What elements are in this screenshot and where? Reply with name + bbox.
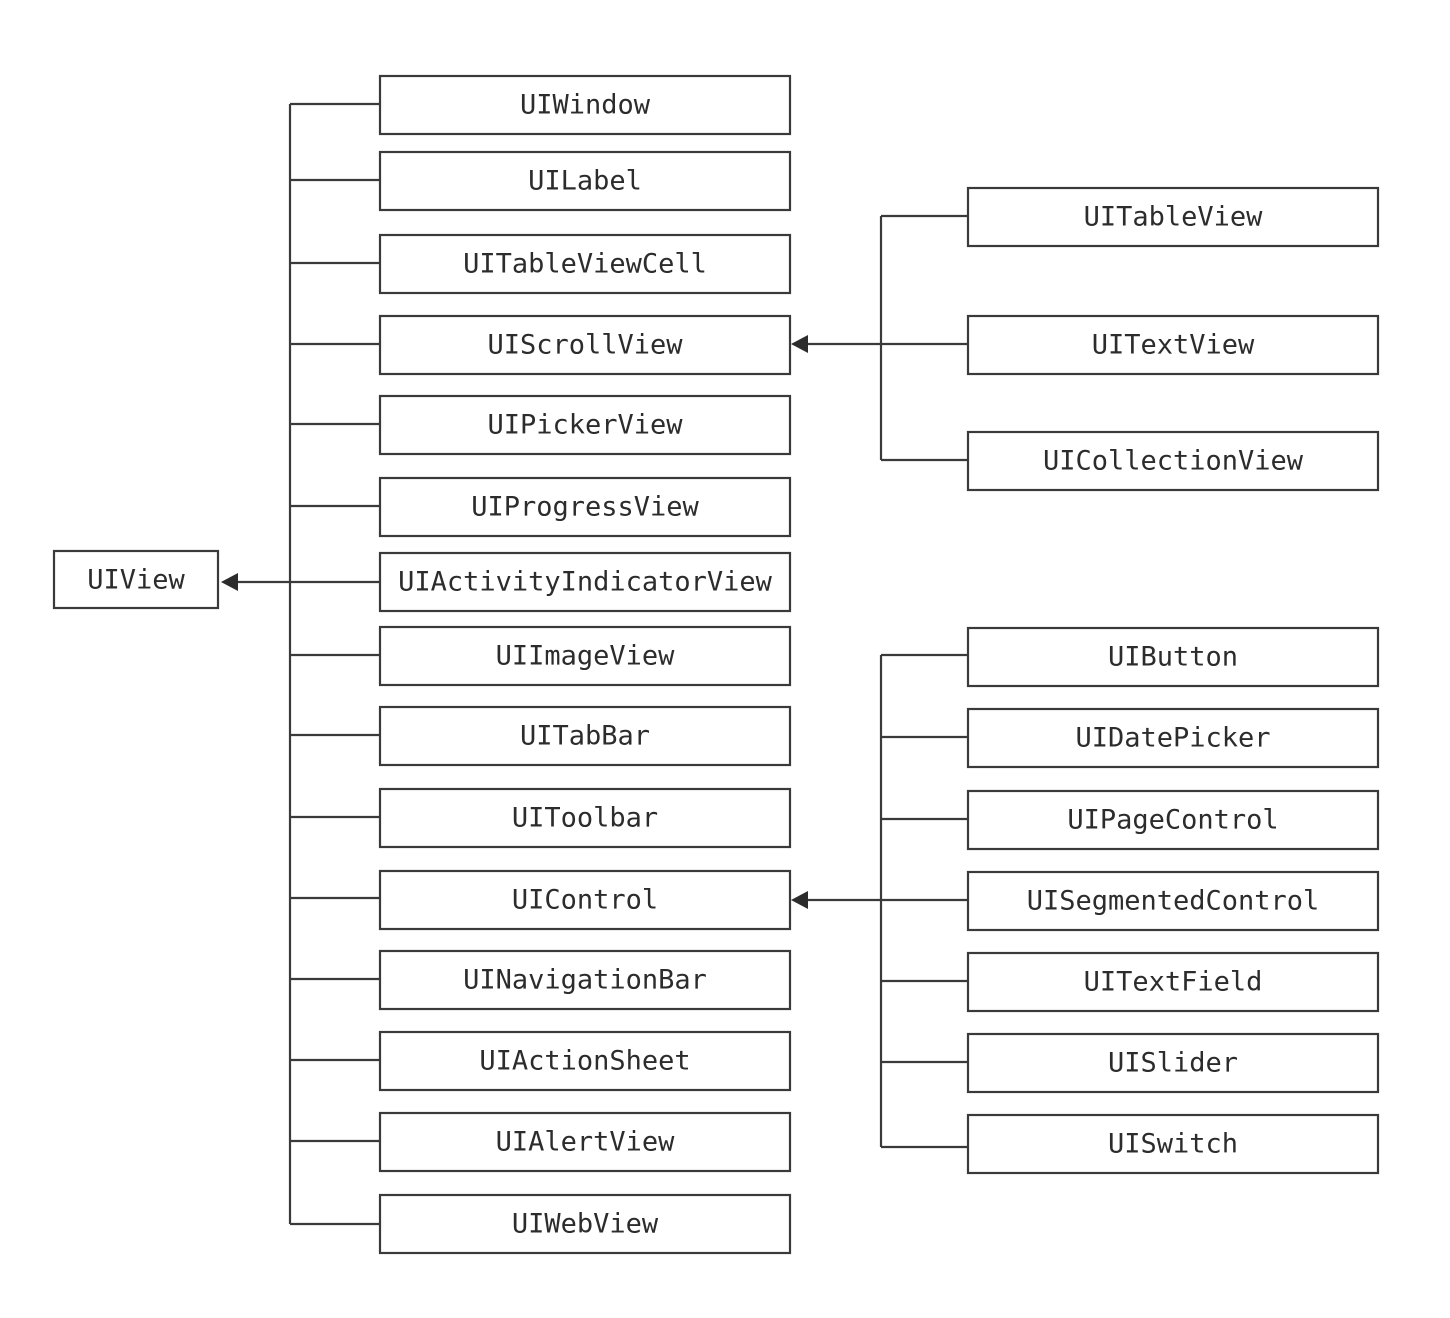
class-label: UICollectionView	[1043, 446, 1304, 477]
class-box-uitabbar: UITabBar	[378, 705, 792, 767]
class-label: UIButton	[1108, 642, 1238, 673]
arrowhead-uiscrollview	[791, 335, 808, 353]
class-box-uiview: UIView	[52, 549, 220, 610]
class-box-uiactionsheet: UIActionSheet	[378, 1030, 792, 1092]
class-box-uiactivityindicatorview: UIActivityIndicatorView	[378, 551, 792, 613]
class-label: UITextView	[1092, 330, 1255, 361]
class-label: UILabel	[528, 166, 642, 197]
class-box-uiswitch: UISwitch	[966, 1113, 1380, 1175]
arrowhead-uicontrol	[791, 891, 808, 909]
class-box-uitableview: UITableView	[966, 186, 1380, 248]
class-box-uiwindow: UIWindow	[378, 74, 792, 136]
class-label: UINavigationBar	[463, 965, 707, 996]
class-label: UIProgressView	[471, 492, 699, 523]
class-box-uicollectionview: UICollectionView	[966, 430, 1380, 492]
class-box-uiscrollview: UIScrollView	[378, 314, 792, 376]
class-label: UISlider	[1108, 1048, 1238, 1079]
class-label: UITextField	[1084, 967, 1263, 998]
class-box-uinavigationbar: UINavigationBar	[378, 949, 792, 1011]
class-box-uisegmentedcontrol: UISegmentedControl	[966, 870, 1380, 932]
arrowhead-uiview	[221, 573, 238, 591]
class-label: UISwitch	[1108, 1129, 1238, 1160]
class-label: UIActionSheet	[479, 1046, 690, 1077]
class-box-uiimageview: UIImageView	[378, 625, 792, 687]
class-label: UIActivityIndicatorView	[398, 567, 773, 598]
connectors	[221, 102, 968, 1226]
class-label: UIWebView	[512, 1209, 659, 1240]
class-label: UITabBar	[520, 721, 650, 752]
class-label: UIView	[87, 565, 185, 596]
class-label: UIWindow	[520, 90, 651, 121]
class-label: UIPageControl	[1067, 805, 1278, 836]
class-label: UIImageView	[496, 641, 676, 672]
class-label: UIControl	[512, 885, 658, 916]
class-label: UITableViewCell	[463, 249, 707, 280]
class-box-uipagecontrol: UIPageControl	[966, 789, 1380, 851]
class-box-uiwebview: UIWebView	[378, 1193, 792, 1255]
class-box-uibutton: UIButton	[966, 626, 1380, 688]
class-label: UIPickerView	[487, 410, 683, 441]
class-box-uilabel: UILabel	[378, 150, 792, 212]
class-box-uialertview: UIAlertView	[378, 1111, 792, 1173]
class-label: UIScrollView	[487, 330, 683, 361]
class-label: UIAlertView	[496, 1127, 676, 1158]
class-label: UIDatePicker	[1075, 723, 1270, 754]
class-label: UISegmentedControl	[1027, 886, 1320, 917]
class-label: UIToolbar	[512, 803, 658, 834]
class-box-uitextfield: UITextField	[966, 951, 1380, 1013]
class-box-uislider: UISlider	[966, 1032, 1380, 1094]
class-label: UITableView	[1084, 202, 1264, 233]
class-box-uitextview: UITextView	[966, 314, 1380, 376]
class-box-uitableviewcell: UITableViewCell	[378, 233, 792, 295]
class-box-uidatepicker: UIDatePicker	[966, 707, 1380, 769]
class-box-uiprogressview: UIProgressView	[378, 476, 792, 538]
class-box-uitoolbar: UIToolbar	[378, 787, 792, 849]
class-box-uicontrol: UIControl	[378, 869, 792, 931]
class-box-uipickerview: UIPickerView	[378, 394, 792, 456]
